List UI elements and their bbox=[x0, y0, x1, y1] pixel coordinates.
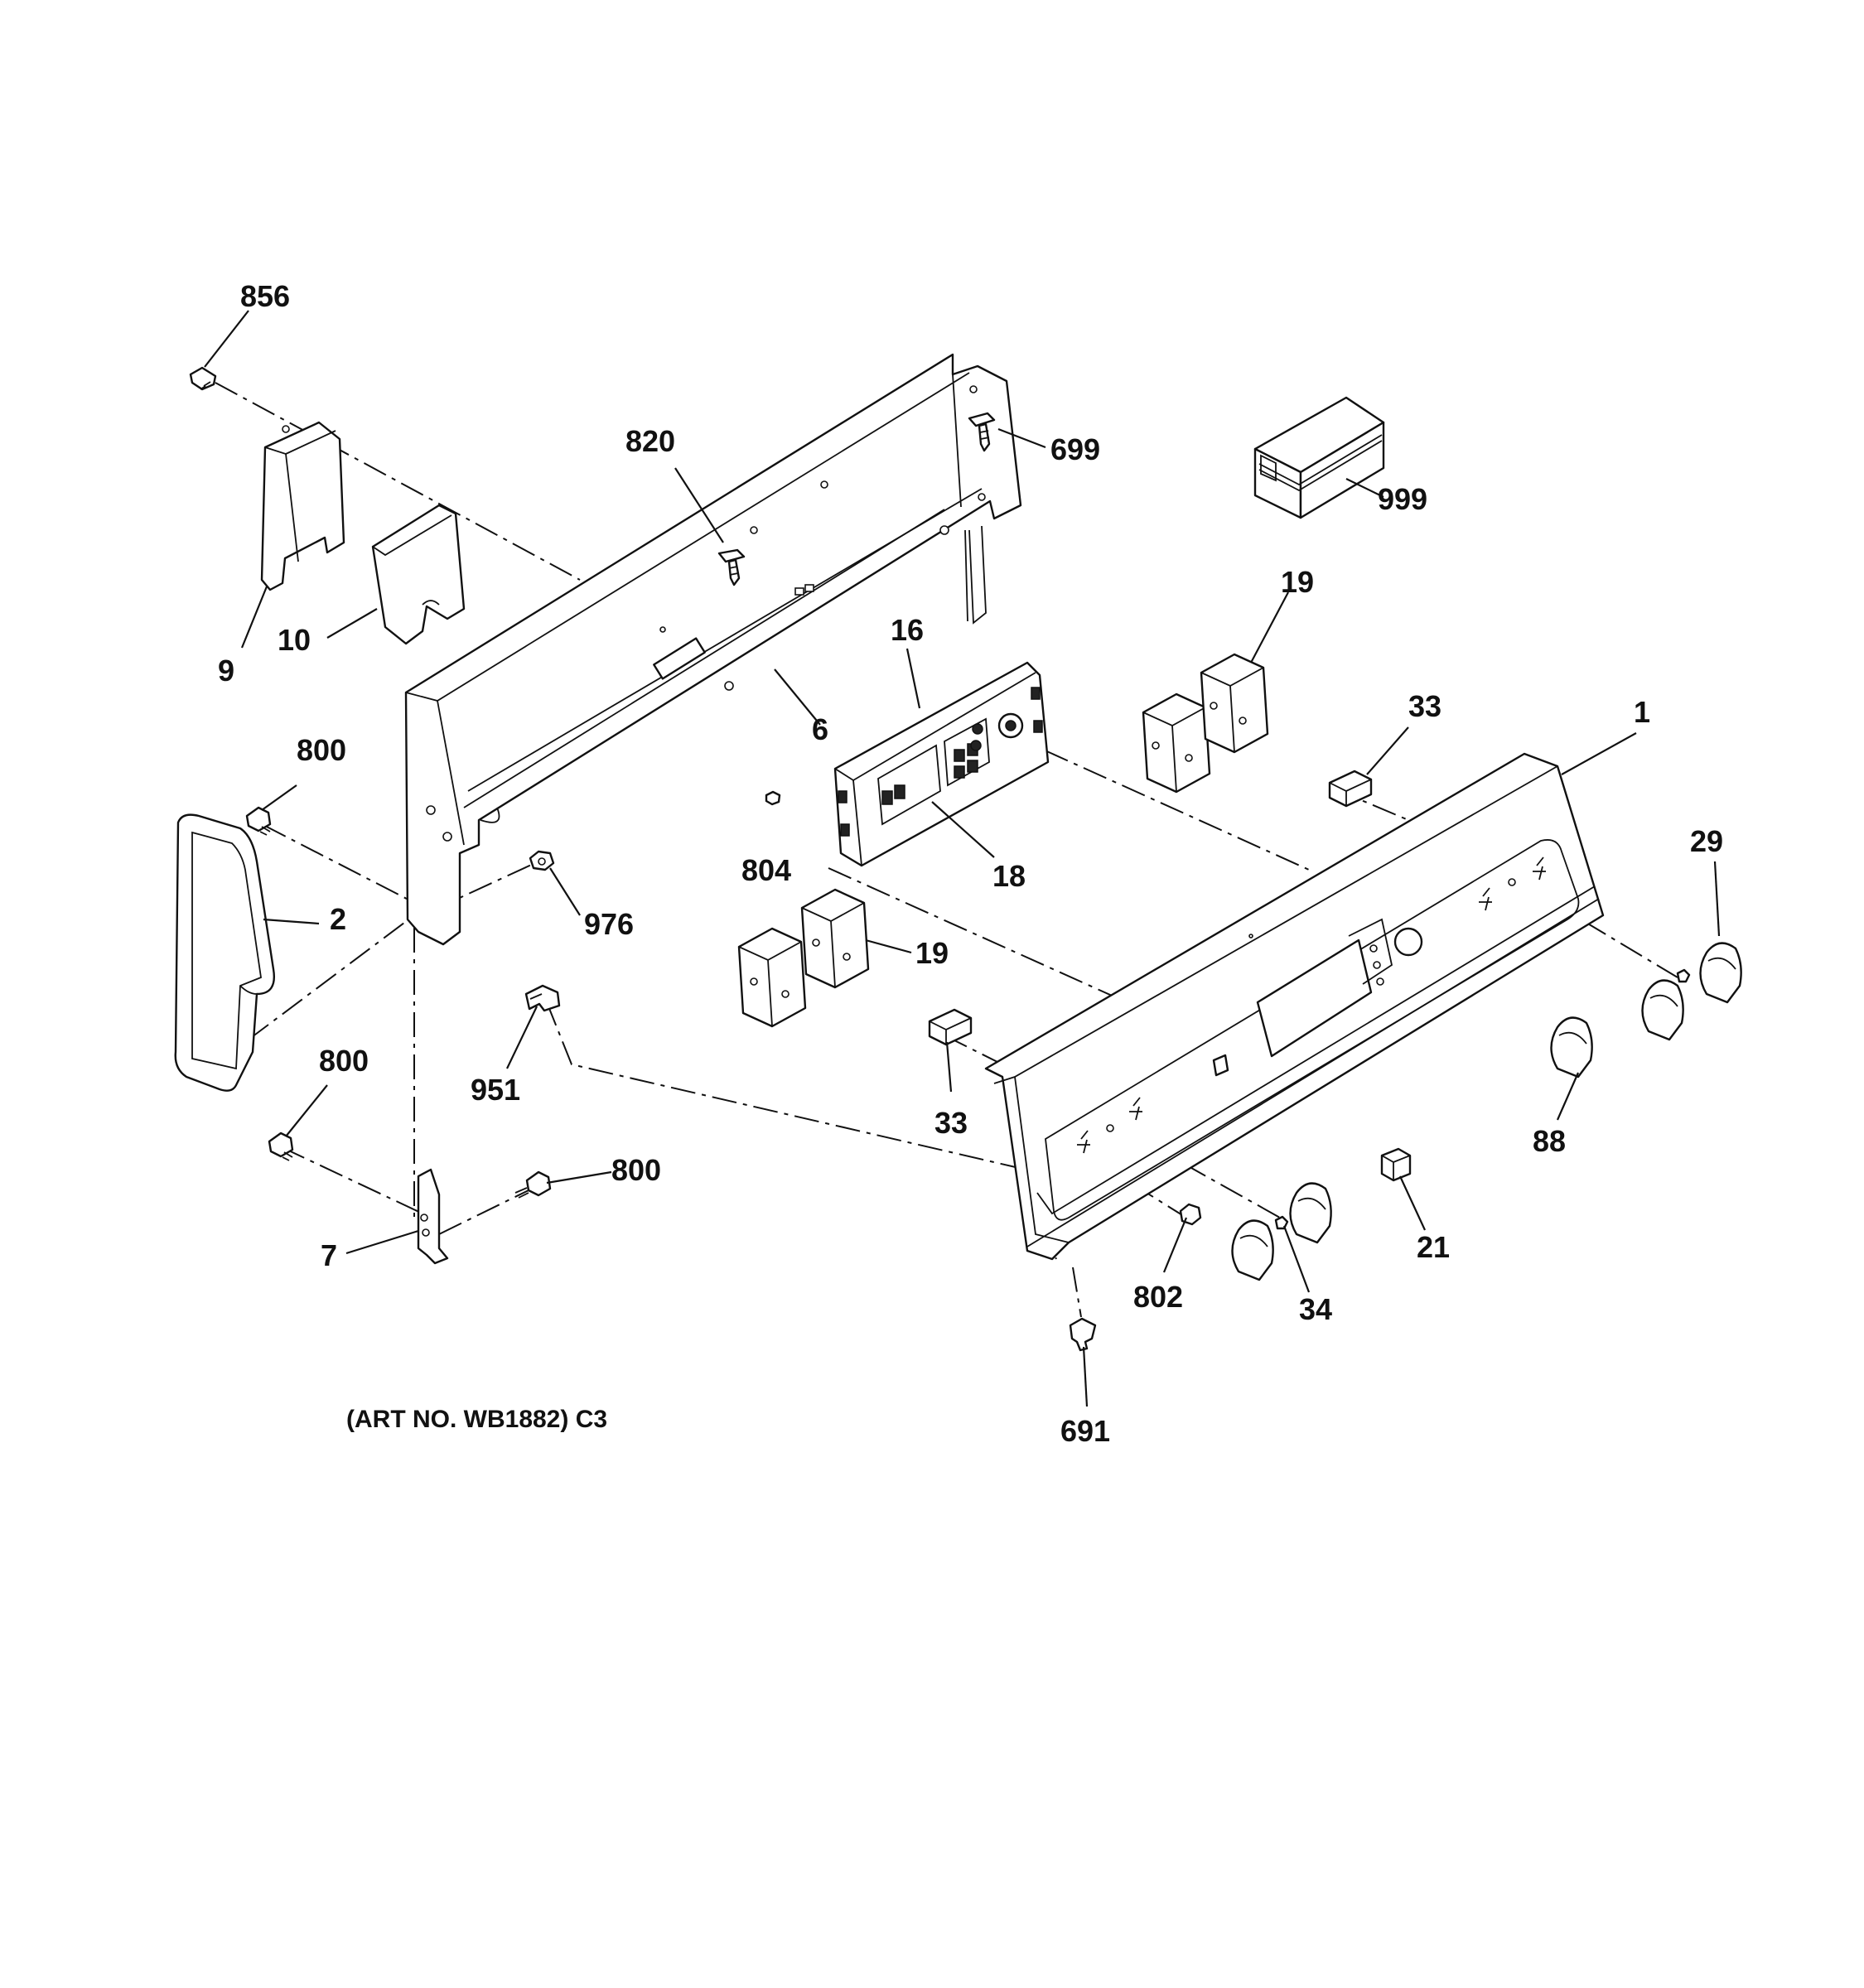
callout-33-lower: 33 bbox=[934, 1106, 968, 1140]
callout-16: 16 bbox=[891, 613, 924, 647]
callout-9: 9 bbox=[218, 654, 234, 688]
callout-999: 999 bbox=[1378, 482, 1427, 516]
callout-804: 804 bbox=[741, 853, 791, 887]
callout-labels: 856 820 699 999 9 10 19 16 6 33 1 800 29… bbox=[218, 279, 1723, 1448]
callout-856: 856 bbox=[240, 279, 290, 313]
carton-999-icon bbox=[1253, 396, 1385, 519]
callout-976: 976 bbox=[584, 907, 634, 941]
switch-33-lower-icon bbox=[928, 1008, 973, 1046]
knob-29b-icon bbox=[1641, 979, 1684, 1041]
switch-21-icon bbox=[1380, 1147, 1412, 1182]
bracket-10-icon bbox=[371, 504, 466, 645]
screw-691-icon bbox=[1069, 1317, 1097, 1352]
callout-800-right: 800 bbox=[611, 1153, 661, 1187]
clip-951-icon bbox=[524, 984, 561, 1012]
callout-820: 820 bbox=[625, 424, 675, 458]
screw-802-icon bbox=[1179, 1203, 1202, 1226]
callout-699: 699 bbox=[1050, 432, 1100, 466]
callout-7: 7 bbox=[321, 1238, 337, 1272]
callout-1: 1 bbox=[1634, 695, 1650, 729]
callout-10: 10 bbox=[278, 623, 311, 657]
knob-88-icon bbox=[1550, 1016, 1593, 1078]
screw-800-right-icon bbox=[514, 1170, 552, 1199]
relay-19-lower-icon bbox=[737, 888, 870, 1028]
knob-34-right-icon bbox=[1274, 1182, 1332, 1244]
screw-820-icon bbox=[717, 548, 746, 586]
callout-29: 29 bbox=[1690, 824, 1723, 858]
relay-19-upper-icon bbox=[1142, 653, 1269, 794]
end-cap-2-icon bbox=[174, 813, 275, 1092]
callout-691: 691 bbox=[1060, 1414, 1110, 1448]
callout-19-lower: 19 bbox=[915, 936, 949, 970]
callout-18: 18 bbox=[992, 859, 1026, 893]
screw-800-left-icon bbox=[268, 1132, 294, 1161]
screw-800-upper-icon bbox=[245, 806, 272, 836]
callout-800-left: 800 bbox=[319, 1044, 369, 1078]
callout-802: 802 bbox=[1133, 1280, 1183, 1314]
knob-34-left-icon bbox=[1231, 1219, 1274, 1281]
nut-976-icon bbox=[529, 850, 555, 871]
art-number: (ART NO. WB1882) C3 bbox=[346, 1406, 607, 1433]
control-panel-1-icon bbox=[984, 752, 1605, 1261]
bracket-7-icon bbox=[417, 1168, 449, 1265]
knob-29-icon bbox=[1676, 942, 1742, 1004]
screw-699-icon bbox=[968, 412, 996, 452]
callout-6: 6 bbox=[812, 712, 828, 746]
bracket-9-icon bbox=[260, 421, 345, 591]
callout-21: 21 bbox=[1417, 1230, 1450, 1264]
callout-2: 2 bbox=[330, 902, 346, 936]
callout-88: 88 bbox=[1533, 1124, 1566, 1158]
screw-856-icon bbox=[189, 366, 217, 391]
leader-lines bbox=[204, 310, 1721, 1407]
switch-33-upper-icon bbox=[1328, 770, 1373, 808]
control-board-16-icon bbox=[833, 661, 1050, 867]
callout-951: 951 bbox=[471, 1073, 520, 1107]
backsplash-frame-6-icon bbox=[404, 353, 1022, 946]
callout-33-upper: 33 bbox=[1408, 689, 1441, 723]
screw-804-icon bbox=[765, 790, 781, 806]
callout-34: 34 bbox=[1299, 1292, 1332, 1326]
callout-800-upper: 800 bbox=[297, 733, 346, 767]
callout-19-upper: 19 bbox=[1281, 565, 1314, 599]
